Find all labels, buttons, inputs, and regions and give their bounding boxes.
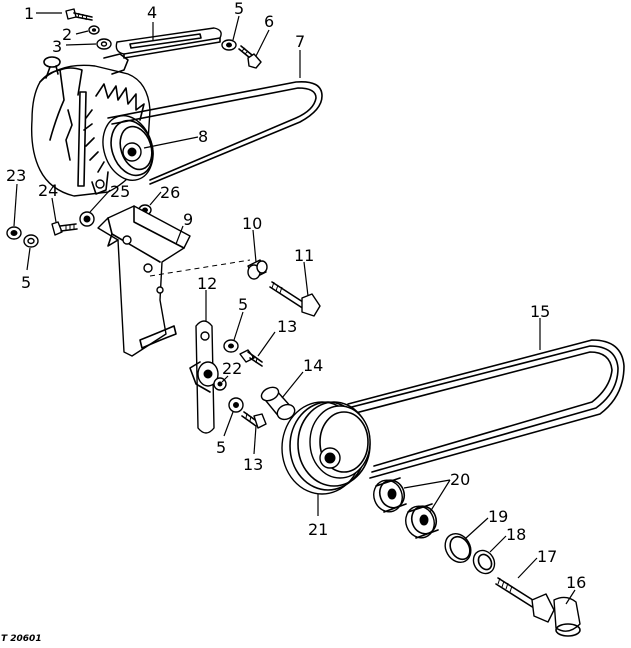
callout-5-top: 5 [234,0,244,18]
part-21-drive-pulley [281,401,371,495]
part-5-washer-mid [223,339,239,353]
callout-9: 9 [183,210,193,229]
callout-15: 15 [530,302,550,321]
part-1-capscrew [65,8,93,21]
part-5-washer-top [221,39,237,51]
callout-19: 19 [488,507,508,526]
part-18-washer [472,549,496,575]
callout-2: 2 [62,25,72,44]
part-12-strap [189,320,219,434]
callout-6: 6 [264,12,274,31]
callout-18: 18 [506,525,526,544]
callout-22: 22 [222,359,242,378]
part-3-washer [96,38,112,50]
callout-5-left: 5 [21,273,31,292]
part-19-snap-ring [444,532,472,564]
callout-23: 23 [6,166,26,185]
callout-14: 14 [303,356,323,375]
callout-12: 12 [197,274,217,293]
callout-10: 10 [242,214,262,233]
callout-13-lower: 13 [243,455,263,474]
callout-16: 16 [566,573,586,592]
callout-3: 3 [52,37,62,56]
part-10-spacer [247,259,268,280]
callout-24: 24 [38,181,58,200]
part-14-shaft [260,386,296,421]
part-13-capscrew-lower [241,411,267,429]
callout-25: 25 [110,182,130,201]
part-5-washer-left [23,234,39,248]
part-5-washer-low [228,397,244,413]
part-4-adjusting-link [115,27,222,59]
callout-11: 11 [294,246,314,265]
callout-20: 20 [450,470,470,489]
callout-5-mid: 5 [238,295,248,314]
part-15-drive-belt [339,339,625,479]
callout-labels: 1 2 3 4 5 6 7 8 9 10 11 12 5 13 14 15 16… [6,0,586,592]
callout-21: 21 [308,520,328,539]
part-2-lock-washer [88,25,100,35]
leader-lines [13,12,576,605]
callout-1: 1 [24,4,34,23]
part-6-capscrew [238,45,262,69]
callout-5-low: 5 [216,438,226,457]
part-9-mounting-bracket [97,205,191,357]
callout-8: 8 [198,127,208,146]
callout-13-upper: 13 [277,317,297,336]
callout-26: 26 [160,183,180,202]
part-23-nut [6,226,22,240]
callout-17: 17 [537,547,557,566]
part-24-capscrew [51,221,78,236]
part-17-capscrew [495,577,555,623]
part-13-capscrew-upper [239,349,263,367]
part-20-bearing-lower [405,503,439,539]
assembly-line-9-10 [149,259,251,277]
part-7-alternator-belt [107,80,323,185]
part-16-dust-cap [553,596,581,637]
part-20-bearing-upper [373,477,407,513]
callout-7: 7 [295,32,305,51]
part-11-capscrew [269,281,321,317]
part-25-washer [79,211,95,227]
callout-4: 4 [147,3,157,22]
figure-id: T 20601 [1,634,42,644]
